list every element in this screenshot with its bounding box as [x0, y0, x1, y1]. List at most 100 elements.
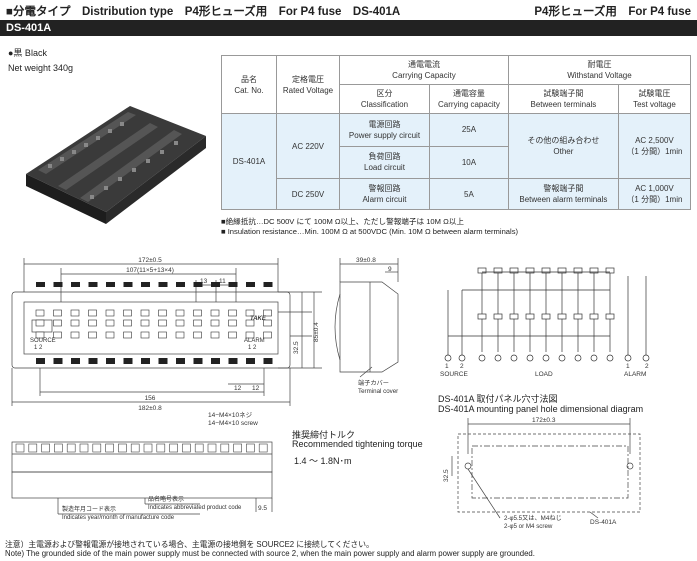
terminal-tooth-icon: [156, 443, 166, 453]
note-jp: 注意）主電源および警報電源が接地されている場合、主電源の接地側を SOURCE2…: [5, 540, 374, 549]
circuit-alarm: ALARM: [624, 371, 646, 378]
terminal-screw-icon: [106, 358, 115, 364]
terminal-screw-icon: [71, 282, 80, 287]
terminal-tooth-icon: [92, 443, 102, 453]
dim-9: 9: [388, 266, 392, 273]
terminal-tooth-icon: [258, 443, 268, 453]
model-bar: DS-401A: [0, 20, 697, 36]
fuse-clip-icon: [70, 309, 80, 317]
prod-jp: 品名略号表示: [148, 495, 184, 503]
terminal-screw-icon: [176, 282, 185, 287]
prod-en: Indicates abbreviated product code: [148, 505, 242, 511]
terminal-tooth-icon: [220, 443, 230, 453]
terminal-tooth-icon: [143, 443, 153, 453]
terminal-tooth-icon: [182, 443, 191, 453]
circuit-diagram: 1 2 SOURCE LOAD 1 2 ALARM: [440, 267, 650, 378]
fuse-clip-icon: [140, 331, 150, 339]
terminal-screw-icon: [53, 358, 63, 364]
dim-13: 13: [200, 278, 208, 285]
fuse-clip-icon: [53, 309, 62, 317]
dim-11: 11: [219, 278, 226, 285]
side-view-drawing: 39±0.8 9 端子カバー Terminal cover: [334, 257, 399, 395]
source-label: SOURCE: [30, 338, 56, 344]
terminal-tooth-icon: [194, 443, 204, 453]
terminal-screw-icon: [176, 358, 185, 364]
insulation-jp: ■絶縁抵抗…DC 500V にて 100M Ω以上、ただし警報端子は 10M Ω…: [221, 217, 464, 226]
dim-107: 107(11×5+13×4): [126, 267, 174, 274]
fuse-clip-icon: [210, 319, 220, 327]
terminal-screw-icon: [228, 358, 238, 364]
terminal-screw-icon: [123, 282, 133, 287]
circuit-s2: 2: [460, 363, 464, 370]
terminal-screw-icon: [106, 282, 115, 287]
terminal-screw-icon: [141, 358, 150, 364]
terminal-tooth-icon: [118, 443, 127, 453]
terminal-tooth-icon: [233, 443, 242, 453]
terminal-screw-icon: [53, 282, 63, 287]
hole-jp: 2-φ5.5又は、M4ねじ: [504, 515, 562, 522]
terminal-screw-icon: [246, 358, 255, 364]
fuse-clip-icon: [210, 331, 220, 339]
fuse-clip-icon: [88, 309, 97, 317]
terminal-tooth-icon: [15, 443, 25, 453]
terminal-screw-icon: [141, 282, 150, 287]
hole-en: 2-φ5 or M4 screw: [504, 523, 553, 530]
dim-9-5: 9.5: [258, 505, 267, 512]
cover-en: Terminal cover: [358, 388, 398, 395]
weight-label: Net weight 340g: [8, 63, 74, 73]
fuse-clip-icon: [88, 331, 97, 339]
fuse-clip-icon: [175, 331, 185, 339]
fuse-clip-icon: [263, 309, 272, 317]
terminal-tooth-icon: [169, 443, 178, 453]
panel-title-jp: DS-401A 取付パネル穴寸法図: [438, 394, 558, 404]
torque-jp: 推奨締付トルク: [292, 430, 356, 440]
fuse-clip-icon: [228, 309, 237, 317]
alarm-nums: 1 2: [248, 345, 257, 351]
panel-hole-drawing: 172±0.3 32.5 2-φ5.5又は、M4ねじ 2-φ5 or M4 sc…: [443, 417, 641, 530]
cover-jp: 端子カバー: [358, 379, 389, 387]
dim-172: 172±0.5: [138, 257, 162, 264]
fuse-clip-icon: [193, 319, 202, 327]
dim-85: 85±0.4: [313, 322, 320, 342]
circuit-s1: 1: [445, 363, 449, 370]
fuse-clip-icon: [193, 331, 202, 339]
dim-182: 182±0.8: [138, 405, 162, 412]
torque-value: 1.4 ～ 1.8N･m: [294, 456, 352, 466]
terminal-tooth-icon: [105, 443, 114, 453]
terminal-screw-icon: [88, 358, 98, 364]
fuse-clip-icon: [88, 319, 97, 327]
terminal-screw-icon: [211, 282, 220, 287]
fuse-clip-icon: [158, 319, 167, 327]
fuse-clip-icon: [245, 331, 255, 339]
fuse-clip-icon: [175, 309, 185, 317]
terminal-screw-icon: [211, 358, 220, 364]
terminal-screw-icon: [193, 358, 203, 364]
fuse-clip-icon: [193, 309, 202, 317]
terminal-screw-icon: [36, 282, 45, 287]
terminal-tooth-icon: [207, 443, 217, 453]
circuit-a1: 1: [626, 363, 630, 370]
note-en: Note) The grounded side of the main powe…: [5, 549, 535, 558]
fuse-clip-icon: [123, 331, 132, 339]
terminal-screw-icon: [36, 358, 45, 364]
terminal-tooth-icon: [54, 443, 63, 453]
torque-en: Recommended tightening torque: [292, 439, 423, 449]
terminal-tooth-icon: [130, 443, 140, 453]
code-jp: 製造年月コード表示: [62, 505, 116, 513]
alarm-label: ALARM: [244, 338, 265, 344]
fuse-clip-icon: [105, 319, 115, 327]
fuse-clip-icon: [123, 319, 132, 327]
fuse-clip-icon: [263, 331, 272, 339]
fuse-clip-icon: [53, 319, 62, 327]
circuit-source: SOURCE: [440, 371, 468, 378]
dim-12a: 12: [234, 385, 242, 392]
terminal-screw-icon: [263, 282, 273, 287]
terminal-screw-icon: [88, 282, 98, 287]
fuse-clip-icon: [70, 331, 80, 339]
fuse-clip-icon: [263, 319, 272, 327]
terminal-tooth-icon: [66, 443, 76, 453]
screw-en: 14−M4×10 screw: [208, 420, 258, 427]
front-view-drawing: 172±0.5 107(11×5+13×4) 13 11 SOURCE 1 2 …: [11, 257, 322, 427]
panel-title-en: DS-401A mounting panel hole dimensional …: [438, 404, 644, 414]
